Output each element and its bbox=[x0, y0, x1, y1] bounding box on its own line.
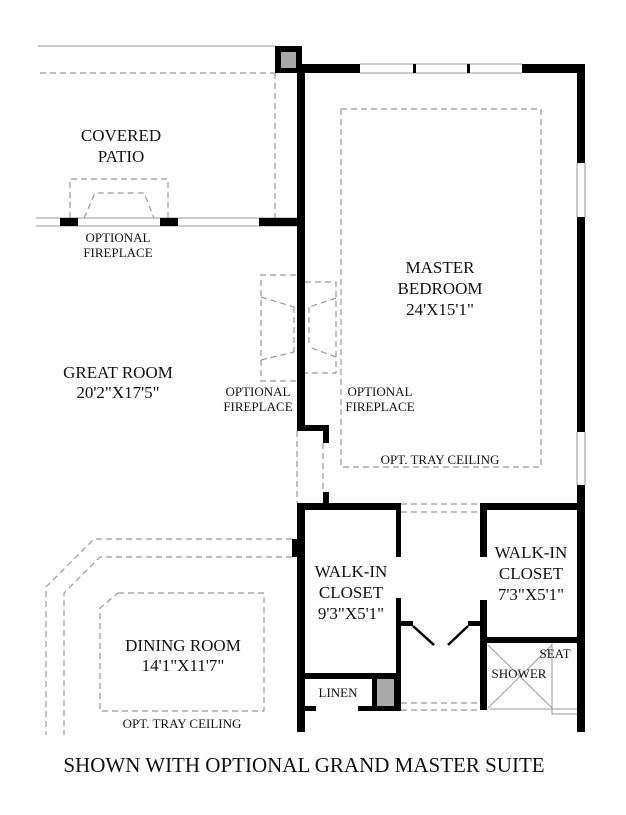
walk-in-closet-2-label: WALK-IN bbox=[495, 543, 568, 562]
column-fill bbox=[281, 52, 296, 68]
shower-area bbox=[487, 643, 577, 715]
dining-room-label: DINING ROOM bbox=[125, 636, 241, 655]
dining-room-size: 14'1"X11'7" bbox=[142, 656, 225, 675]
patio-fireplace-outline bbox=[69, 178, 169, 219]
seat-label: SEAT bbox=[539, 646, 570, 661]
walk-in-closet-1-label: WALK-IN bbox=[315, 562, 388, 581]
linen-label: LINEN bbox=[319, 685, 359, 700]
master-fireplace-label-2: FIREPLACE bbox=[345, 399, 414, 414]
closet-walls bbox=[297, 503, 585, 732]
covered-patio-label-2: PATIO bbox=[98, 147, 145, 166]
walk-in-closet-2-label-2: CLOSET bbox=[499, 564, 564, 583]
master-tray-ceiling-label: OPT. TRAY CEILING bbox=[381, 452, 500, 467]
master-bedroom-walls bbox=[296, 63, 586, 732]
great-room-size: 20'2"X17'5" bbox=[76, 383, 159, 402]
patio-fireplace-label: OPTIONAL bbox=[86, 230, 151, 245]
covered-patio-label: COVERED bbox=[81, 126, 161, 145]
covered-patio-area: COVERED PATIO OPTIONAL FIREPLACE bbox=[36, 45, 302, 260]
master-fireplace-label: OPTIONAL bbox=[348, 384, 413, 399]
shower-label: SHOWER bbox=[492, 666, 547, 681]
dining-room-outline bbox=[45, 538, 300, 735]
great-room-fireplace-label-2: FIREPLACE bbox=[223, 399, 292, 414]
master-fireplace-outline bbox=[305, 281, 337, 374]
patio-fireplace-label-2: FIREPLACE bbox=[83, 245, 152, 260]
master-tray-ceiling-outline bbox=[340, 108, 542, 468]
dining-tray-ceiling-label: OPT. TRAY CEILING bbox=[123, 716, 242, 731]
walk-in-closet-2-size: 7'3"X5'1" bbox=[498, 585, 564, 604]
master-bedroom-size: 24'X15'1" bbox=[406, 300, 474, 319]
dining-tray-ceiling-outline bbox=[99, 592, 265, 712]
master-bedroom-label: MASTER bbox=[406, 258, 476, 277]
great-room-label: GREAT ROOM bbox=[63, 363, 173, 382]
great-room-fireplace-label: OPTIONAL bbox=[226, 384, 291, 399]
walk-in-closet-1-size: 9'3"X5'1" bbox=[318, 604, 384, 623]
master-bedroom-label-2: BEDROOM bbox=[397, 279, 482, 298]
walk-in-closet-1-label-2: CLOSET bbox=[319, 583, 384, 602]
plan-caption: SHOWN WITH OPTIONAL GRAND MASTER SUITE bbox=[63, 753, 544, 777]
great-room-fireplace-outline bbox=[260, 274, 296, 382]
